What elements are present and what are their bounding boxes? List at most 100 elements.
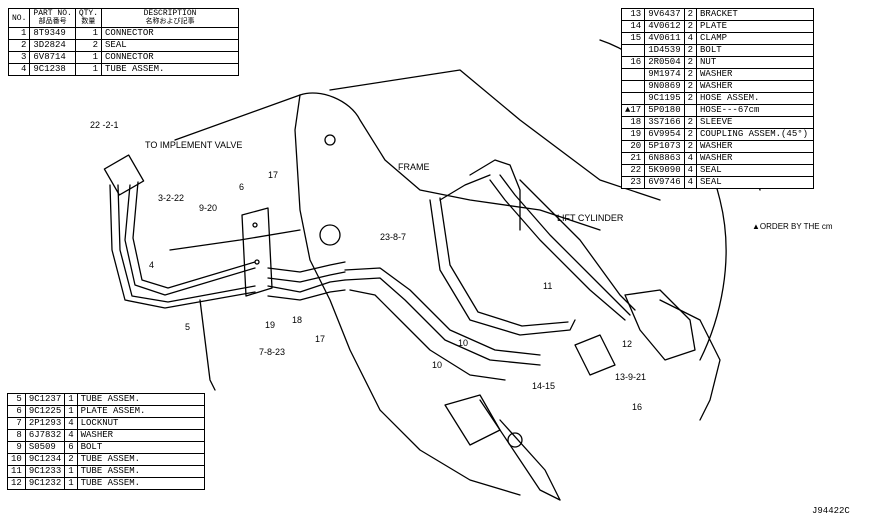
row-number: 7 [7,417,26,430]
tube-10b [344,277,541,366]
row-number [620,44,646,57]
part-number: S0509 [24,441,66,454]
plate-6-bolt-2 [254,259,260,265]
row-number: 9 [7,441,26,454]
part-number: 6V9746 [644,176,685,189]
quantity [683,104,698,117]
row-number: 2 [7,39,31,52]
tube-10c [349,289,506,381]
row-number [620,68,646,81]
tube-11b [439,197,569,327]
callout-4: 4 [149,260,155,270]
callout-17-top: 17 [268,170,279,180]
description: BRACKET [696,8,815,21]
row-number: 14 [620,20,646,33]
row-number: 12 [7,477,26,490]
connector-block [103,154,145,196]
hose-18b [267,289,346,301]
quantity: 2 [683,56,698,69]
row-number: 15 [620,32,646,45]
description: CONNECTOR [101,51,240,64]
quantity: 2 [683,116,698,129]
description: PLATE [696,20,815,33]
quantity: 4 [64,429,78,442]
quantity: 1 [64,477,78,490]
part-number: 5P0180 [644,104,685,117]
part-number: 6N8863 [644,152,685,165]
part-number: 1D4539 [644,44,685,57]
quantity: 2 [64,453,78,466]
frame-label: FRAME [398,162,430,172]
col-part-no: PART NO.部品番号 [29,8,76,28]
description: SEAL [696,176,815,189]
quantity: 1 [64,393,78,406]
row-number: 5 [7,393,26,406]
description: COUPLING ASSEM.(45°) [696,128,815,141]
quantity: 4 [683,164,698,177]
tube-4 [124,184,256,296]
figure-id: J94422C [812,506,850,516]
quantity: 2 [683,92,698,105]
hose-17b [267,271,346,283]
tube-12 [489,179,626,321]
quantity: 2 [683,8,698,21]
tube-12b [499,174,631,316]
row-number: 11 [7,465,26,478]
part-number: 6J7832 [24,429,66,442]
part-number: 3S7166 [644,116,685,129]
callout-14-15: 14-15 [532,381,556,391]
frame-lower-arm-2 [499,419,561,501]
part-number: 6V9954 [644,128,685,141]
quantity: 2 [683,128,698,141]
description: TUBE ASSEM. [101,63,240,76]
part-number: 4V0612 [644,20,685,33]
quantity: 2 [683,80,698,93]
part-number: 4V0611 [644,32,685,45]
row-number: 21 [620,152,646,165]
quantity: 4 [683,32,698,45]
description: TUBE ASSEM. [76,477,205,490]
row-number: 20 [620,140,646,153]
quantity: 1 [74,27,103,40]
description: CLAMP [696,32,815,45]
part-number: 2R0504 [644,56,685,69]
row-number: 6 [7,405,26,418]
row-number: 19 [620,128,646,141]
callout-5: 5 [185,322,191,332]
part-number: 9C1225 [24,405,66,418]
description: WASHER [696,152,815,165]
part-number: 3D2824 [29,39,76,52]
frame-left-arm [174,94,301,141]
plate-6 [241,207,273,297]
description: WASHER [696,80,815,93]
quantity: 2 [74,39,103,52]
frame-left-arm-2 [169,229,301,251]
cylinder-end [624,289,696,361]
callout-12: 12 [622,339,633,349]
tube-5b [117,184,256,303]
tube-5 [109,184,256,309]
callout-18: 18 [292,315,303,325]
callout-11: 11 [543,281,553,291]
pin-hole-3 [507,432,523,448]
description: PLATE ASSEM. [76,405,205,418]
quantity: 2 [683,44,698,57]
